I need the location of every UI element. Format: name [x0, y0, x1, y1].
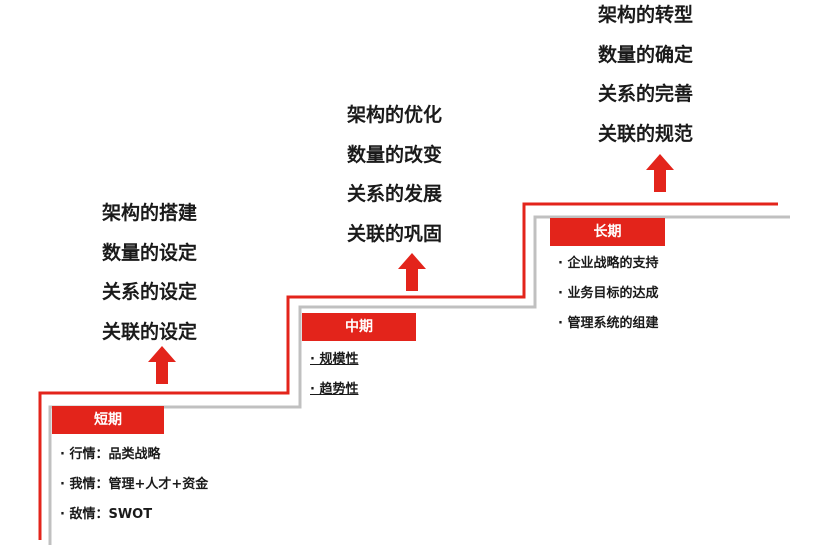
- point-item: · 趋势性: [310, 382, 359, 397]
- up-arrow-icon: [646, 154, 674, 192]
- short-goals: 架构的搭建 数量的设定 关系的设定 关联的设定: [102, 194, 197, 352]
- staircase-red-line: [38, 202, 778, 540]
- mid-goals: 架构的优化 数量的改变 关系的发展 关联的巩固: [347, 96, 442, 254]
- phase-badge-long: 长期: [550, 218, 665, 246]
- goal-item: 关系的发展: [347, 183, 443, 205]
- goal-item: 数量的改变: [347, 143, 443, 166]
- long-points: · 企业战略的支持 · 业务目标的达成 · 管理系统的组建: [558, 249, 658, 339]
- short-points: · 行情：品类战略 · 我情：管理+人才+资金 · 敌情：SWOT: [60, 440, 208, 530]
- point-item: · 企业战略的支持: [558, 256, 659, 271]
- goal-item: 架构的优化: [347, 104, 443, 126]
- goal-item: 关联的巩固: [347, 222, 443, 245]
- goal-item: 关系的设定: [102, 281, 198, 303]
- point-item: · 敌情：SWOT: [60, 507, 153, 522]
- phase-badge-mid: 中期: [302, 313, 416, 341]
- phase-badge-short: 短期: [52, 406, 164, 434]
- goal-item: 架构的转型: [598, 4, 694, 26]
- up-arrow-icon: [148, 346, 176, 384]
- goal-item: 关系的完善: [598, 83, 694, 105]
- point-item: · 我情：管理+人才+资金: [60, 477, 209, 492]
- goal-item: 关联的规范: [598, 122, 694, 145]
- goal-item: 数量的设定: [102, 241, 198, 264]
- point-item: · 业务目标的达成: [558, 286, 659, 301]
- up-arrow-icon: [398, 253, 426, 291]
- goal-item: 架构的搭建: [102, 202, 198, 224]
- goal-item: 数量的确定: [598, 43, 694, 66]
- point-item: · 行情：品类战略: [60, 447, 161, 462]
- point-item: · 规模性: [310, 352, 359, 367]
- mid-points: · 规模性 · 趋势性: [310, 345, 358, 405]
- staircase-gray-line: [48, 215, 790, 545]
- point-item: · 管理系统的组建: [558, 316, 659, 331]
- long-goals: 架构的转型 数量的确定 关系的完善 关联的规范: [598, 0, 693, 154]
- goal-item: 关联的设定: [102, 320, 198, 343]
